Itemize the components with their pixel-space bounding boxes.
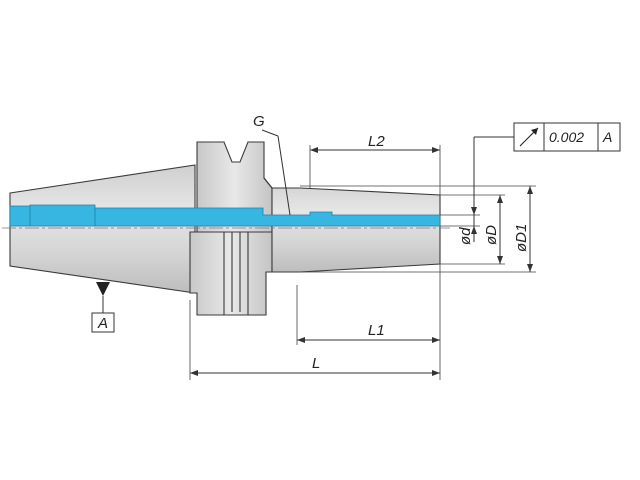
label-L: L <box>312 355 320 372</box>
label-L1: L1 <box>368 322 385 339</box>
label-od: ød <box>457 227 474 245</box>
G-pointer <box>277 135 291 216</box>
datum-triangle-icon <box>96 282 110 296</box>
circular-runout-icon <box>519 127 539 147</box>
tolerance-datum: A <box>602 129 612 145</box>
D-arrows <box>497 195 503 264</box>
datum-label: A <box>97 315 108 332</box>
tolerance-value: 0.002 <box>549 129 584 145</box>
label-oD: øD <box>483 225 500 245</box>
label-L2: L2 <box>368 133 385 150</box>
datum-box <box>91 312 115 333</box>
bore-channel <box>9 204 441 227</box>
taper-shank <box>9 164 196 294</box>
flange <box>189 231 273 316</box>
tolerance-frame <box>513 122 621 152</box>
label-G: G <box>253 113 265 130</box>
d-arrows <box>471 207 477 234</box>
label-oD1: øD1 <box>513 224 530 252</box>
G-leader <box>261 129 279 137</box>
